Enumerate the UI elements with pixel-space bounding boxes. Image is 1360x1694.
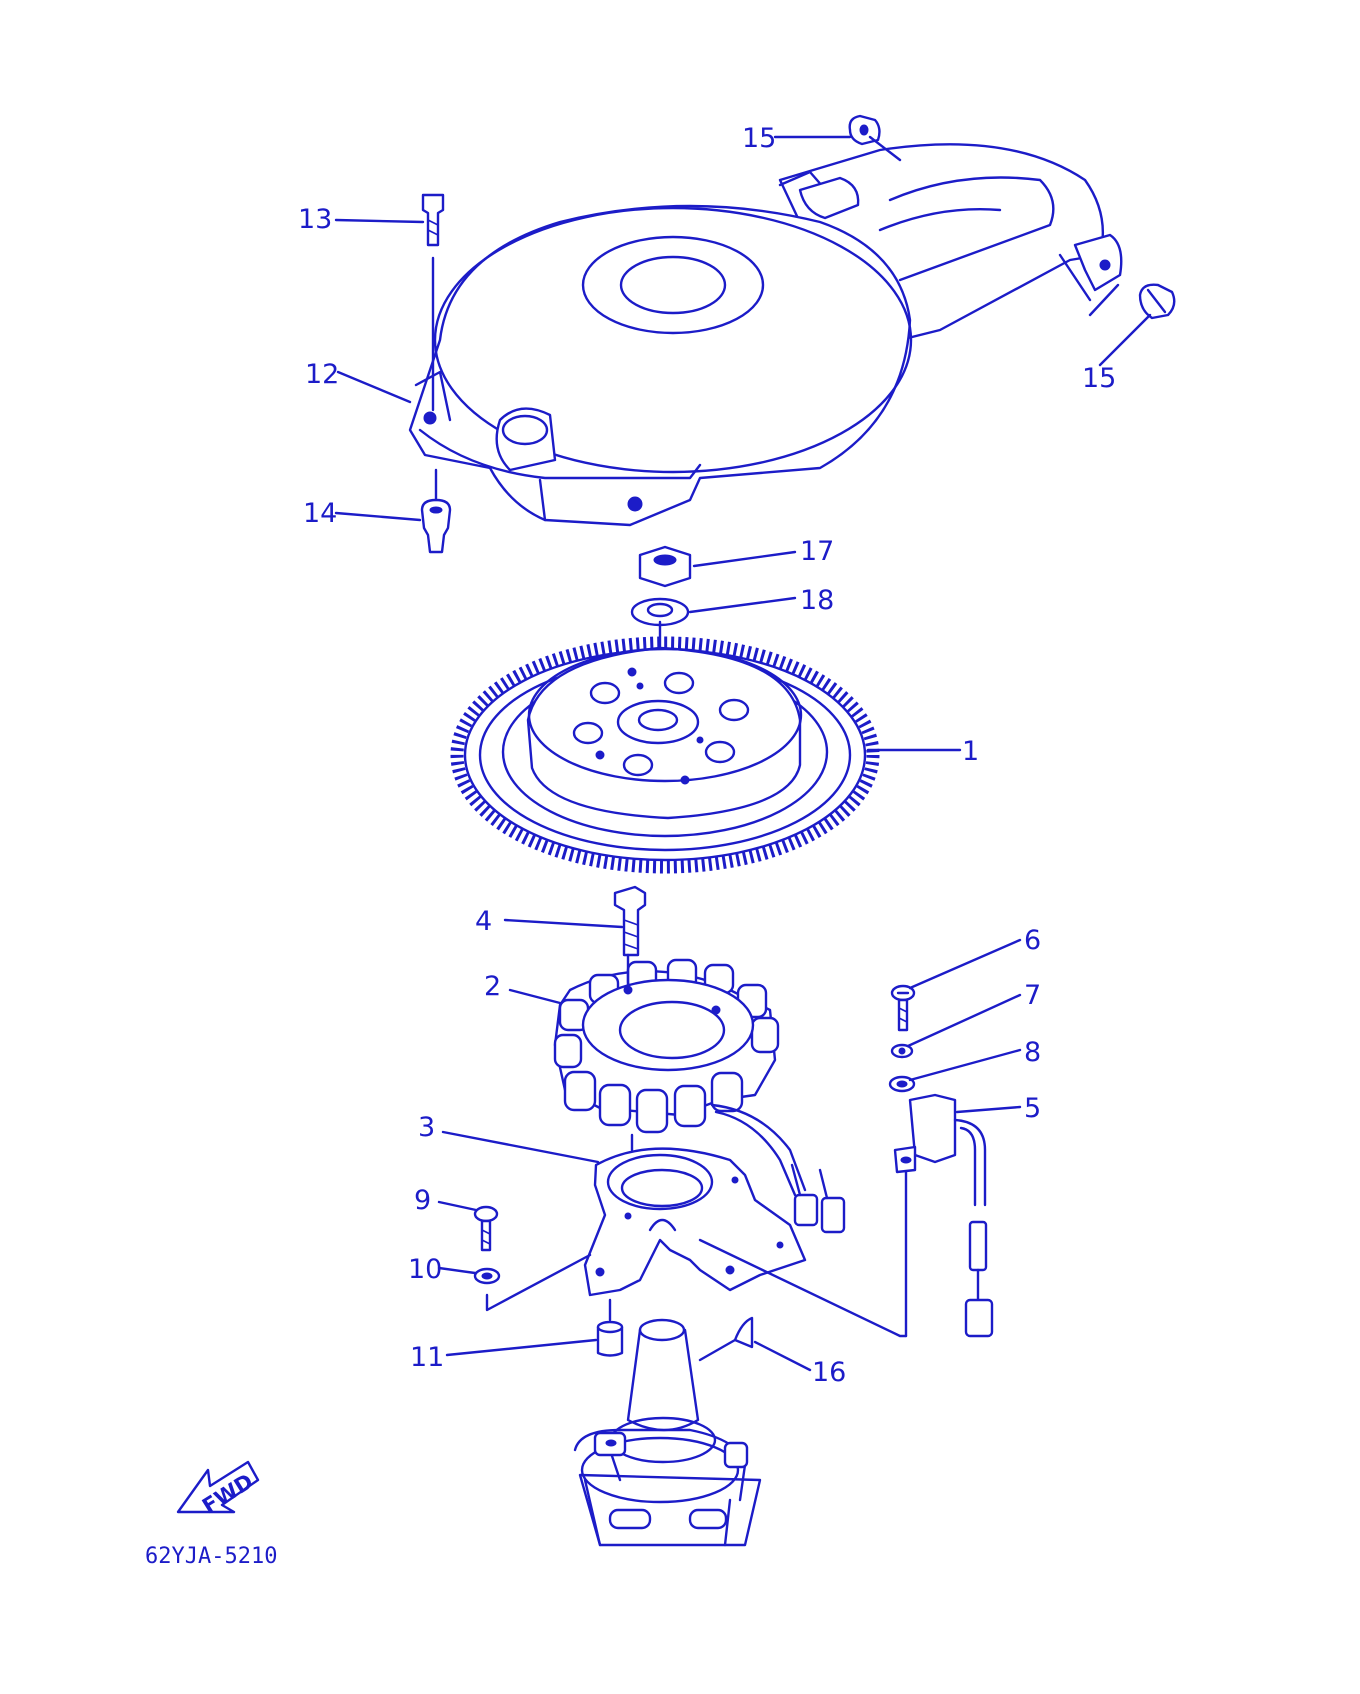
screw-9 (473, 1205, 499, 1252)
callout-11: 11 (410, 1342, 444, 1373)
lock-washer-7 (890, 1043, 914, 1059)
callout-13: 13 (298, 204, 332, 235)
pulser-coil-5 (893, 1093, 994, 1338)
callout-10: 10 (408, 1254, 442, 1285)
callout-4: 4 (475, 906, 492, 937)
grommet-14 (420, 468, 452, 554)
callout-9: 9 (414, 1185, 431, 1216)
callout-18: 18 (800, 585, 834, 616)
washer-18 (630, 597, 690, 702)
callout-5: 5 (1024, 1093, 1041, 1124)
grommet-right (1138, 283, 1176, 320)
callout-12: 12 (305, 359, 339, 390)
bolt-4 (613, 885, 647, 957)
callout-2: 2 (484, 971, 501, 1002)
grommet-top (848, 114, 881, 146)
callout-3: 3 (418, 1112, 435, 1143)
base-3 (583, 1147, 846, 1297)
woodruff-key-16 (733, 1316, 754, 1349)
flywheel-cover (408, 143, 1123, 527)
screw-6 (890, 984, 916, 1032)
callout-17: 17 (800, 536, 834, 567)
washer-8 (888, 1075, 916, 1093)
callout-14: 14 (303, 498, 337, 529)
leader-lines (334, 135, 1152, 1372)
callout-16: 16 (812, 1357, 846, 1388)
fwd-arrow-icon: FWD (176, 1460, 260, 1519)
flywheel (450, 636, 880, 874)
callout-15-top: 15 (742, 123, 776, 154)
callout-8: 8 (1024, 1037, 1041, 1068)
nut-17 (638, 545, 692, 588)
part-code: 62YJA-5210 (145, 1544, 277, 1569)
callout-7: 7 (1024, 980, 1041, 1011)
collar-11 (596, 1298, 624, 1357)
callout-6: 6 (1024, 925, 1041, 956)
callout-labels: 15 13 12 15 14 17 18 1 4 6 2 7 8 5 3 9 1… (298, 123, 1116, 1388)
bolt-13 (421, 193, 445, 412)
callout-15-right: 15 (1082, 363, 1116, 394)
washer-10 (473, 1267, 501, 1285)
crankshaft (573, 1318, 762, 1547)
stator (553, 953, 807, 1197)
callout-1: 1 (962, 736, 979, 767)
